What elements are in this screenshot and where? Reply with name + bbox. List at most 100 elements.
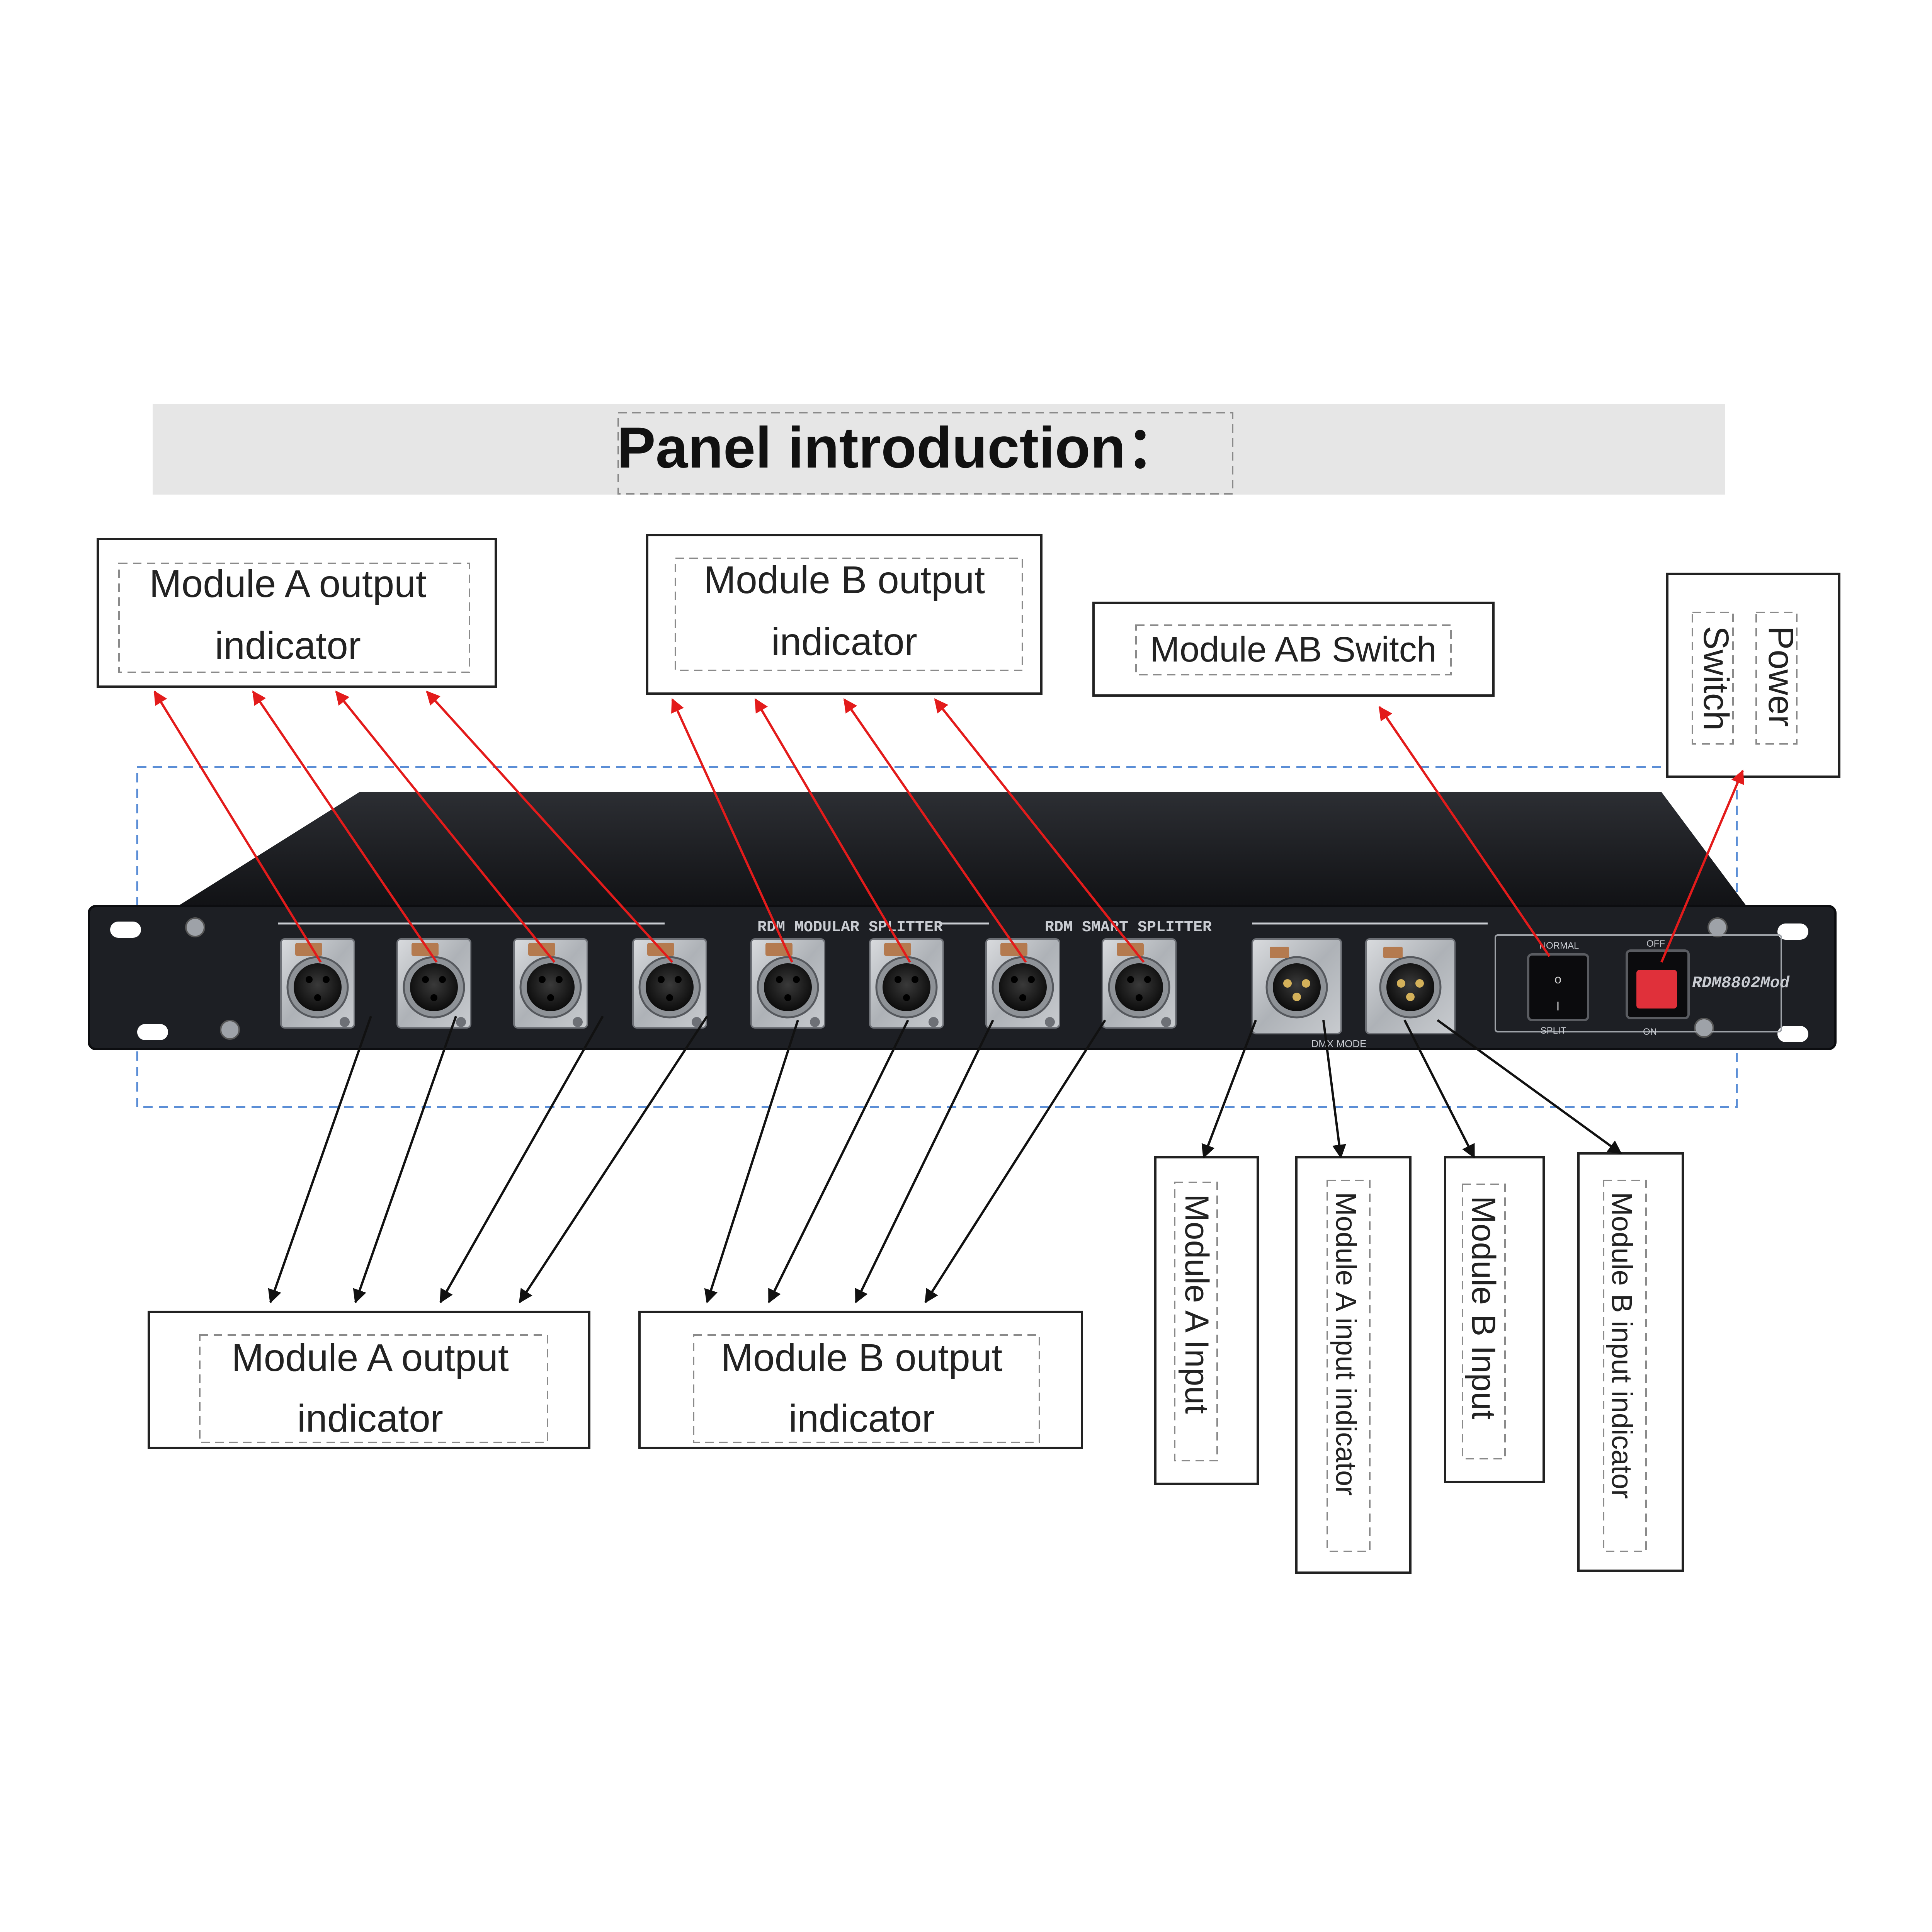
input-connectors xyxy=(1252,938,1456,1034)
output-indicator-led xyxy=(528,943,555,956)
section-label-modular: RDM MODULAR SPLITTER xyxy=(757,919,943,936)
xlr-female-socket-icon xyxy=(999,963,1047,1011)
screw-icon xyxy=(810,1017,820,1027)
port-arrow xyxy=(1403,1019,1475,1159)
indicator-arrow xyxy=(252,690,438,963)
screw-icon xyxy=(692,1017,702,1027)
callout-box-module-b-input-indicator xyxy=(1577,1152,1684,1572)
xlr-female-socket-icon xyxy=(1115,963,1163,1011)
callout-text: Switch xyxy=(1696,626,1736,731)
input-indicator-led xyxy=(1383,947,1403,958)
callout-text: Module A Input xyxy=(1178,1194,1215,1414)
port-arrow xyxy=(855,1019,994,1304)
screw-icon xyxy=(1045,1017,1055,1027)
callout-text: indicator xyxy=(789,1397,935,1440)
model-label: RDM8802Mod xyxy=(1692,974,1790,992)
input-connector-a[interactable] xyxy=(1252,938,1342,1034)
port-arrow xyxy=(439,1015,604,1304)
indicator-arrow xyxy=(1378,706,1551,957)
callout-text: indicator xyxy=(771,620,917,663)
output-indicator-led xyxy=(884,943,911,956)
svg-text:ON: ON xyxy=(1643,1027,1657,1037)
port-arrow xyxy=(768,1019,909,1304)
port-arrow xyxy=(353,1016,457,1304)
xlr-male-socket-icon xyxy=(1273,963,1321,1011)
port-arrow xyxy=(1322,1020,1346,1159)
xlr-female-socket-icon xyxy=(764,963,812,1011)
svg-text:OFF: OFF xyxy=(1646,939,1665,949)
xlr-female-socket-icon xyxy=(527,963,575,1011)
output-connector-8[interactable] xyxy=(1102,938,1177,1029)
screw-icon xyxy=(1694,1018,1714,1038)
input-indicator-led xyxy=(1270,947,1289,958)
rack-hole xyxy=(137,1024,168,1040)
callout-box-module-ab-switch xyxy=(1092,602,1495,697)
port-arrow xyxy=(1437,1019,1622,1155)
module-ab-switch[interactable] xyxy=(1527,953,1589,1021)
device-top-surface xyxy=(178,792,1747,906)
screw-icon xyxy=(220,1020,240,1040)
section-label-smart: RDM SMART SPLITTER xyxy=(1045,919,1212,936)
screw-icon xyxy=(1161,1017,1171,1027)
output-indicator-led xyxy=(412,943,439,956)
page-title: Panel introduction： xyxy=(617,415,1184,480)
callout-text: Module B output xyxy=(721,1336,1002,1379)
screw-icon xyxy=(340,1017,350,1027)
callout-text: Module B Input xyxy=(1465,1196,1502,1420)
xlr-female-socket-icon xyxy=(646,963,694,1011)
output-connector-2[interactable] xyxy=(396,938,471,1029)
dmx-mode-label: DMX MODE xyxy=(1311,1038,1367,1049)
power-lamp-icon xyxy=(1636,970,1677,1009)
indicator-arrow xyxy=(335,690,556,963)
callout-text: indicator xyxy=(215,624,361,667)
callout-box-module-b-output-top xyxy=(646,534,1043,695)
screw-icon xyxy=(1708,917,1728,937)
output-connector-4[interactable] xyxy=(632,938,707,1029)
port-arrow xyxy=(1201,1019,1257,1159)
indicator-arrow xyxy=(426,690,673,963)
title-dashed-frame xyxy=(617,412,1233,495)
xlr-male-socket-icon xyxy=(1386,963,1434,1011)
callout-text: indicator xyxy=(297,1397,443,1440)
callout-text: Module A input indicator xyxy=(1330,1192,1362,1496)
callout-text: Module AB Switch xyxy=(1150,630,1436,669)
screw-icon xyxy=(929,1017,939,1027)
input-connector-b[interactable] xyxy=(1365,938,1456,1034)
callout-box-module-a-input xyxy=(1154,1156,1259,1485)
callout-box-module-b-input xyxy=(1444,1156,1545,1483)
output-connector-1[interactable] xyxy=(280,938,355,1029)
indicator-arrow xyxy=(671,698,793,963)
rack-hole xyxy=(110,922,141,938)
callout-text: Module A output xyxy=(149,562,426,605)
indicator-arrow xyxy=(934,698,1145,963)
output-connector-6[interactable] xyxy=(869,938,944,1029)
callout-text: Module A output xyxy=(231,1336,509,1379)
indicator-arrow xyxy=(153,690,322,963)
xlr-female-socket-icon xyxy=(294,963,342,1011)
title-banner xyxy=(153,404,1725,495)
output-connector-5[interactable] xyxy=(750,938,825,1029)
indicator-arrow xyxy=(843,698,1027,963)
switch-area-frame xyxy=(1495,934,1782,1032)
callout-box-power-switch xyxy=(1666,573,1840,778)
xlr-female-socket-icon xyxy=(883,963,930,1011)
switch-mark-i: I xyxy=(1556,999,1560,1013)
output-connector-3[interactable] xyxy=(513,938,588,1029)
port-arrow xyxy=(924,1019,1106,1304)
port-arrow xyxy=(268,1016,372,1304)
xlr-female-socket-icon xyxy=(410,963,458,1011)
svg-text:SPLIT: SPLIT xyxy=(1541,1026,1566,1036)
callout-text: Module B input indicator xyxy=(1606,1192,1638,1499)
callout-text: Module B output xyxy=(704,558,985,602)
screw-icon xyxy=(573,1017,583,1027)
output-connector-7[interactable] xyxy=(985,938,1060,1029)
screw-icon xyxy=(456,1017,466,1027)
port-arrow xyxy=(519,1015,708,1304)
indicator-arrow xyxy=(754,698,911,963)
rack-hole xyxy=(1777,923,1808,940)
indicator-arrow xyxy=(1660,769,1744,963)
callout-arrows xyxy=(153,690,1744,1304)
switch-mark-o: o xyxy=(1554,972,1561,986)
screw-icon xyxy=(185,917,205,937)
